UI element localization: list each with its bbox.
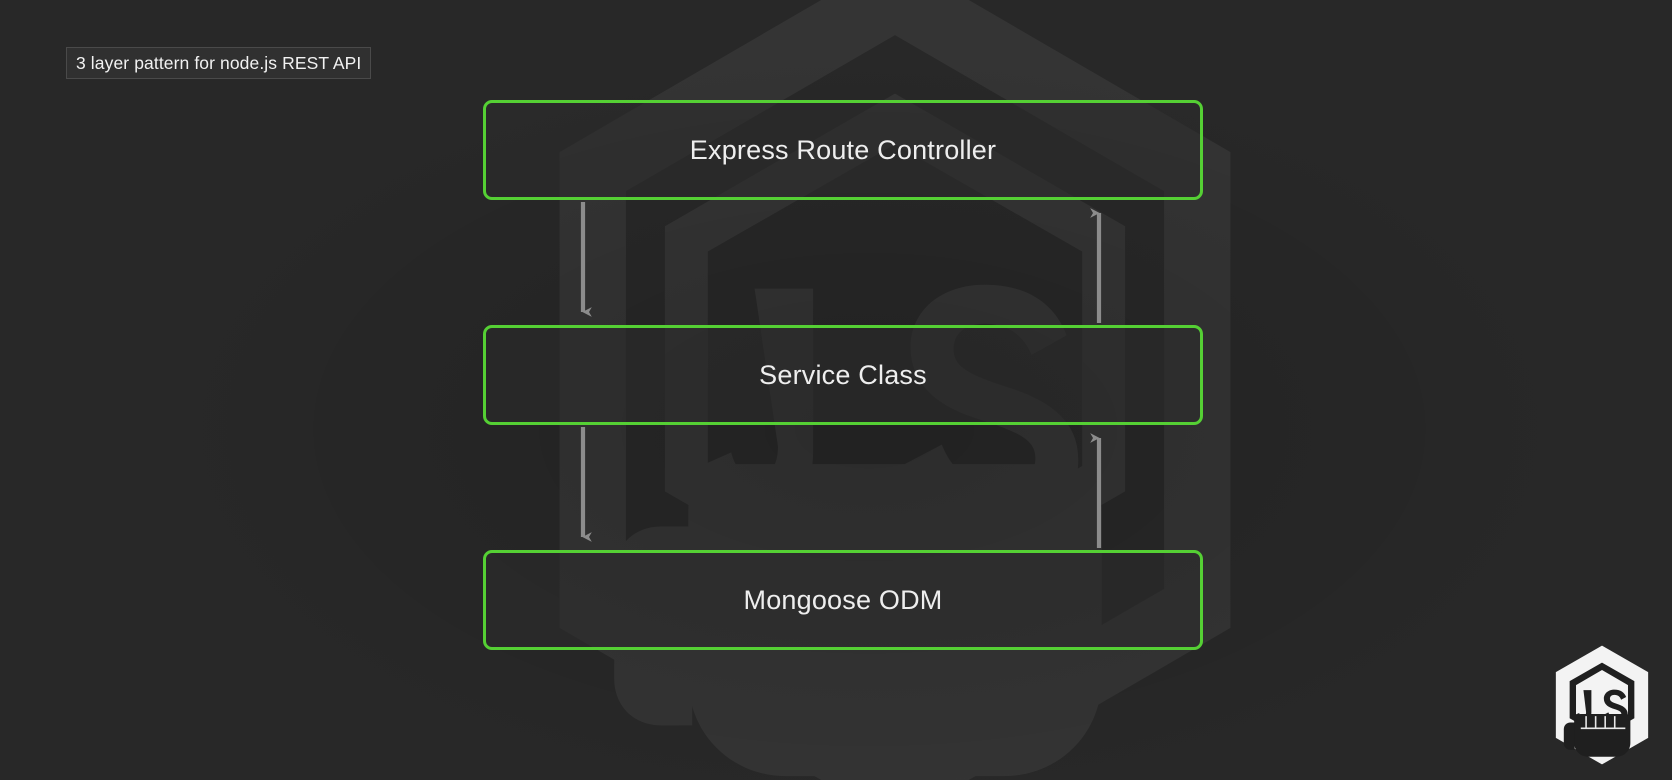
layer-box-service[interactable]: Service Class	[483, 325, 1203, 425]
layer-label: Express Route Controller	[689, 134, 997, 165]
layer-label: Service Class	[759, 359, 927, 390]
layer-box-controller[interactable]: Express Route Controller	[483, 100, 1203, 200]
diagram-caption-label: 3 layer pattern for node.js REST API	[66, 47, 372, 79]
js-mastery-fist-logo-icon	[1546, 644, 1658, 766]
layer-label: Mongoose ODM	[743, 584, 943, 615]
layer-box-data-access[interactable]: Mongoose ODM	[483, 550, 1203, 650]
